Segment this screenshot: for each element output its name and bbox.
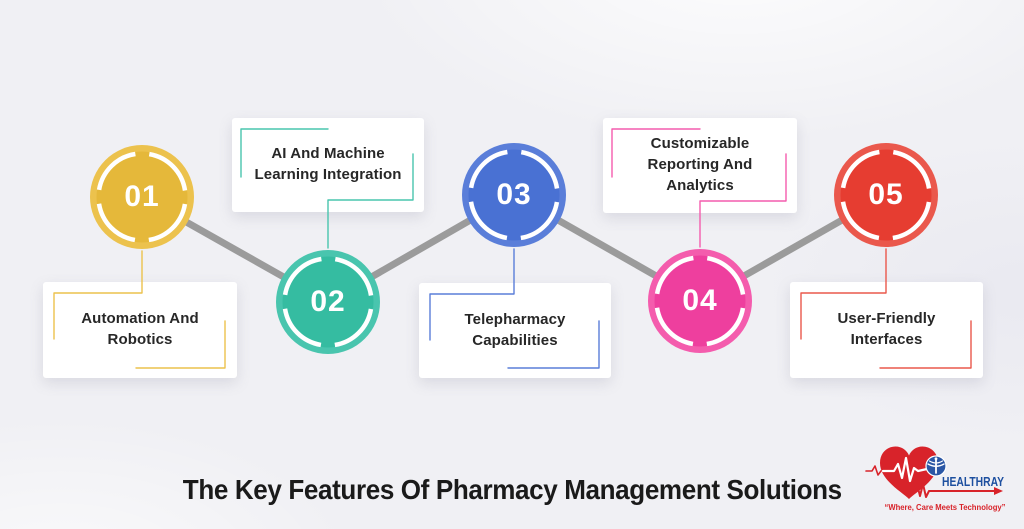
feature-circle-03: 03	[461, 142, 567, 248]
ekg-line-left-icon	[865, 465, 882, 476]
feature-circle-01: 01	[89, 144, 195, 250]
feature-circle-04: 04	[647, 248, 753, 354]
caduceus-icon	[927, 457, 945, 474]
feature-label: Customizable Reporting And Analytics	[647, 135, 753, 194]
feature-number: 01	[124, 180, 160, 213]
feature-label: Automation And Robotics	[81, 310, 199, 348]
feature-label: Telepharmacy Capabilities	[464, 310, 566, 349]
feature-card-user-friendly-interfaces: User-Friendly Interfaces	[790, 282, 983, 378]
feature-circle-02: 02	[275, 249, 381, 355]
feature-card-automation-and-robotics: Automation And Robotics	[43, 282, 237, 378]
feature-number: 02	[310, 285, 346, 318]
feature-circle-05: 05	[833, 142, 939, 248]
ekg-line-icon	[881, 456, 929, 483]
logo-tagline: “Where, Care Meets Technology”	[885, 503, 1006, 512]
feature-number: 04	[682, 284, 718, 317]
feature-number: 05	[868, 178, 904, 211]
feature-card-ai-and-machine-learning: AI And Machine Learning Integration	[232, 118, 424, 212]
page-title: The Key Features Of Pharmacy Management …	[182, 474, 842, 505]
feature-number: 03	[496, 178, 532, 211]
feature-label: User-Friendly Interfaces	[837, 310, 936, 348]
feature-card-telepharmacy: Telepharmacy Capabilities	[419, 283, 611, 378]
logo-wordmark: HEALTHRAY	[942, 475, 1005, 489]
feature-label: AI And Machine Learning Integration	[254, 145, 402, 183]
feature-card-customizable-reporting: Customizable Reporting And Analytics	[603, 118, 797, 213]
healthray-logo: HEALTHRAY “Where, Care Meets Technology”	[865, 446, 1006, 512]
logo-arrow-icon	[913, 483, 1003, 498]
